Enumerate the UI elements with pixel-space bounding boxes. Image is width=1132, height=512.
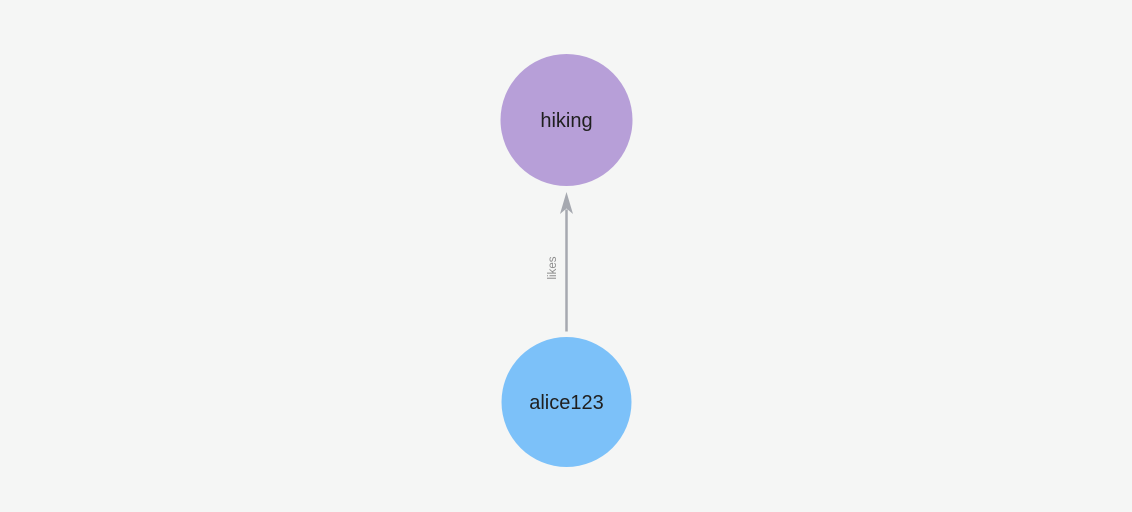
node-hiking[interactable]: hiking [500,54,633,186]
node-hiking-circle[interactable] [500,54,633,186]
node-alice123[interactable]: alice123 [501,337,632,467]
edge-likes[interactable]: likes [547,192,573,332]
edge-arrowhead-icon [560,192,573,214]
node-alice123-circle[interactable] [501,337,632,467]
edge-label: likes [547,256,559,279]
